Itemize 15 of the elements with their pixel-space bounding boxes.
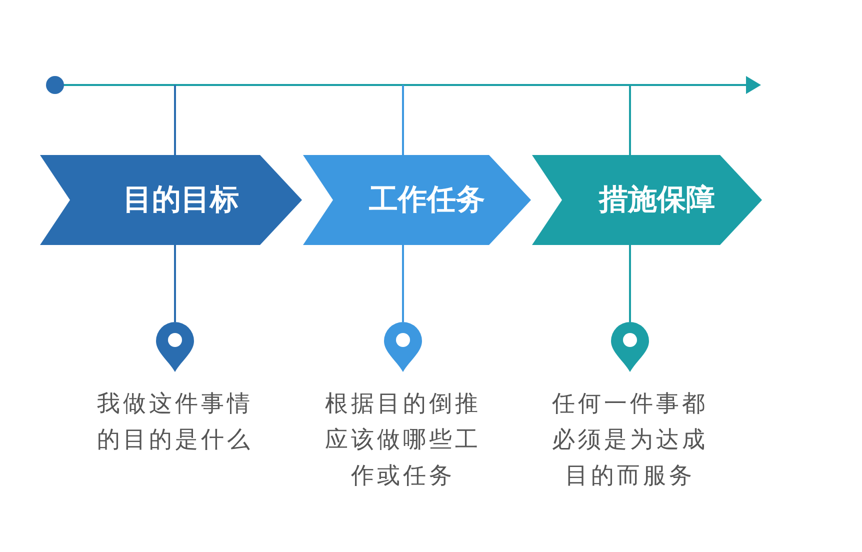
description-text: 根据目的倒推应该做哪些工作或任务 bbox=[324, 390, 482, 491]
stage-title: 措施保障 bbox=[597, 181, 716, 218]
connector-line bbox=[174, 245, 176, 322]
location-pin-icon bbox=[156, 322, 194, 372]
location-pin-icon bbox=[384, 322, 422, 372]
stage-title: 目的目标 bbox=[122, 181, 240, 218]
description-text: 我做这件事情的目的是什么 bbox=[96, 390, 254, 455]
chevron-shape bbox=[532, 155, 762, 245]
description-text: 任何一件事都必须是为达成目的而服务 bbox=[551, 390, 709, 491]
chevron-shape bbox=[303, 155, 531, 245]
stage-title: 工作任务 bbox=[368, 181, 486, 218]
connector-line bbox=[629, 245, 631, 322]
location-pin-icon bbox=[611, 322, 649, 372]
chevron-shape bbox=[40, 155, 302, 245]
connector-line bbox=[402, 245, 404, 322]
